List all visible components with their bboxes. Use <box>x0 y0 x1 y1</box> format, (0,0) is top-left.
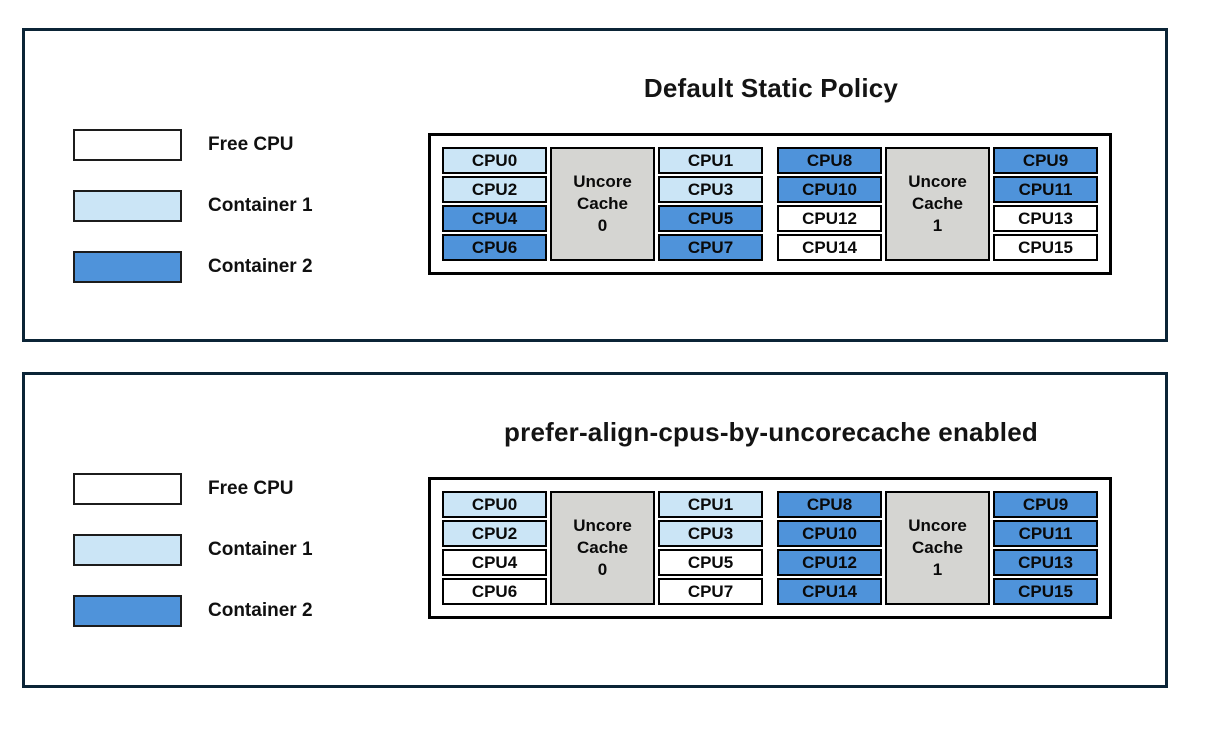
cpu-cell-cpu0: CPU0 <box>442 147 547 174</box>
cpu-cell-cpu11: CPU11 <box>993 520 1098 547</box>
uncore-cache-label-line: Cache <box>576 537 629 557</box>
cpu-cell-cpu15: CPU15 <box>993 578 1098 605</box>
legend-item: Container 1 <box>73 534 313 566</box>
cpu-cell-cpu2: CPU2 <box>442 520 547 547</box>
legend-label: Container 2 <box>208 256 313 277</box>
cpu-cell-cpu15: CPU15 <box>993 234 1098 261</box>
cpu-cell-cpu12: CPU12 <box>777 205 882 232</box>
container2-swatch <box>73 251 182 283</box>
panel-title: Default Static Policy <box>643 73 899 103</box>
cpu-cell-cpu9: CPU9 <box>993 491 1098 518</box>
legend-label: Container 2 <box>208 600 313 621</box>
cpu-cell-cpu0: CPU0 <box>442 491 547 518</box>
cpu-cell-cpu12: CPU12 <box>777 549 882 576</box>
uncore-cache-label-line: Cache <box>911 193 964 213</box>
cpu-cell-cpu13: CPU13 <box>993 549 1098 576</box>
uncore-cache-label-line: Cache <box>911 537 964 557</box>
cpu-cell-cpu13: CPU13 <box>993 205 1098 232</box>
uncorecache-aligned-policy-panel: prefer-align-cpus-by-uncorecache enabled… <box>22 372 1168 688</box>
cpu-cell-cpu11: CPU11 <box>993 176 1098 203</box>
legend-label: Free CPU <box>208 478 294 499</box>
cpu-cell-cpu3: CPU3 <box>658 520 763 547</box>
cpu-cell-cpu8: CPU8 <box>777 147 882 174</box>
uncore-cache-label-line: Uncore <box>573 515 632 535</box>
legend-item: Container 1 <box>73 190 313 222</box>
cpu-cell-cpu3: CPU3 <box>658 176 763 203</box>
legend: Free CPU Container 1 Container 2 <box>73 129 313 312</box>
cpu-cell-cpu6: CPU6 <box>442 578 547 605</box>
legend-label: Free CPU <box>208 134 294 155</box>
uncore-cache-label-line: 0 <box>597 216 608 236</box>
cpu-cell-cpu6: CPU6 <box>442 234 547 261</box>
uncore-cache-label-line: 1 <box>932 216 943 236</box>
container2-swatch <box>73 595 182 627</box>
legend-label: Container 1 <box>208 195 313 216</box>
cpu-cell-cpu10: CPU10 <box>777 176 882 203</box>
uncore-cache-label-line: 0 <box>597 560 608 580</box>
legend-item: Free CPU <box>73 129 313 161</box>
cpu-cell-cpu1: CPU1 <box>658 147 763 174</box>
cpu-cell-cpu1: CPU1 <box>658 491 763 518</box>
uncore-cache-label-line: Cache <box>576 193 629 213</box>
cpu-cell-cpu14: CPU14 <box>777 578 882 605</box>
cpu-cell-cpu7: CPU7 <box>658 578 763 605</box>
cpu-cell-cpu5: CPU5 <box>658 205 763 232</box>
cpu-cell-cpu14: CPU14 <box>777 234 882 261</box>
container1-swatch <box>73 534 182 566</box>
uncore-cache-label-line: Uncore <box>908 171 967 191</box>
cpu-cell-cpu8: CPU8 <box>777 491 882 518</box>
uncore-cache-label-line: 1 <box>932 560 943 580</box>
panel-title: prefer-align-cpus-by-uncorecache enabled <box>504 417 1038 447</box>
free-swatch <box>73 473 182 505</box>
cpu-cell-cpu9: CPU9 <box>993 147 1098 174</box>
uncore-cache-label-line: Uncore <box>573 171 632 191</box>
legend-item: Container 2 <box>73 595 313 627</box>
legend-item: Free CPU <box>73 473 313 505</box>
cpu-cell-cpu4: CPU4 <box>442 549 547 576</box>
cpu-cell-cpu4: CPU4 <box>442 205 547 232</box>
cpu-cell-cpu5: CPU5 <box>658 549 763 576</box>
uncore-cache-label-line: Uncore <box>908 515 967 535</box>
free-swatch <box>73 129 182 161</box>
cpu-cell-cpu10: CPU10 <box>777 520 882 547</box>
legend: Free CPU Container 1 Container 2 <box>73 473 313 656</box>
default-static-policy-panel: Default Static Policy Free CPU Container … <box>22 28 1168 342</box>
cpu-cell-cpu2: CPU2 <box>442 176 547 203</box>
legend-label: Container 1 <box>208 539 313 560</box>
legend-item: Container 2 <box>73 251 313 283</box>
container1-swatch <box>73 190 182 222</box>
cpu-cell-cpu7: CPU7 <box>658 234 763 261</box>
